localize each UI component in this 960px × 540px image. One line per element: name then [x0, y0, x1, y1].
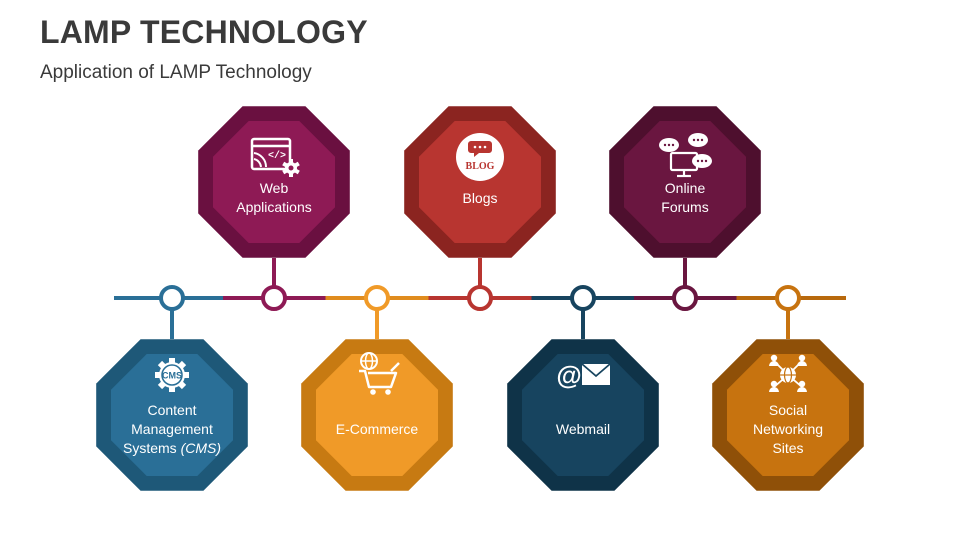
node-label: Online Forums: [640, 179, 730, 217]
octagon-inner: [522, 354, 644, 476]
step-node: @: [507, 285, 659, 491]
timeline-node: [570, 285, 596, 311]
octagon-inner: [111, 354, 233, 476]
node-label-text: E-Commerce: [335, 420, 419, 437]
forum-chat-icon: [659, 133, 712, 178]
page-title: LAMP TECHNOLOGY: [40, 14, 368, 50]
page-subtitle: Application of LAMP Technology: [40, 62, 312, 83]
octagon-inner: [624, 121, 746, 243]
at-sign-icon-text: @: [556, 360, 581, 390]
node-label-text: Online Forums: [661, 180, 709, 215]
step-node: [712, 285, 864, 491]
timeline-node: [775, 285, 801, 311]
shopping-cart-icon: [359, 352, 400, 395]
step-node: [609, 106, 761, 311]
node-label: Blogs: [430, 189, 530, 208]
octagon-inner: [727, 354, 849, 476]
timeline-node: [261, 285, 287, 311]
social-network-icon: [769, 354, 807, 392]
step-node: CMS: [96, 285, 248, 491]
code-icon-text: </>: [268, 150, 286, 162]
step-node: [301, 285, 453, 491]
octagon-inner: [213, 121, 335, 243]
node-label: Webmail: [533, 420, 633, 439]
timeline-node: [159, 285, 185, 311]
node-label: Social Networking Sites: [738, 401, 838, 458]
cms-icon-text: CMS: [162, 371, 182, 381]
node-label: Web Applications: [224, 179, 324, 217]
node-label-text: Content Management Systems: [122, 401, 213, 456]
blog-icon-text: BLOG: [466, 161, 495, 172]
timeline-node: [467, 285, 493, 311]
node-label: E-Commerce: [322, 420, 432, 439]
step-node: BLOG: [404, 106, 556, 311]
web-application-icon: </>: [250, 137, 300, 177]
step-node: </>: [198, 106, 350, 311]
octagon-inner: [316, 354, 438, 476]
timeline-node: [672, 285, 698, 311]
octagon-inner: [419, 121, 541, 243]
node-label-text: Social Networking Sites: [752, 401, 824, 456]
node-label-text: Web Applications: [236, 180, 312, 215]
node-label: Content Management Systems (CMS): [120, 401, 224, 458]
blog-icon: BLOG: [456, 133, 504, 181]
node-label-text: Webmail: [555, 420, 611, 437]
node-label-text: Blogs: [462, 189, 498, 206]
timeline-node: [364, 285, 390, 311]
node-label-suffix: (CMS): [180, 439, 221, 456]
email-icon: @: [556, 360, 611, 390]
cms-gear-icon: CMS: [155, 358, 189, 392]
